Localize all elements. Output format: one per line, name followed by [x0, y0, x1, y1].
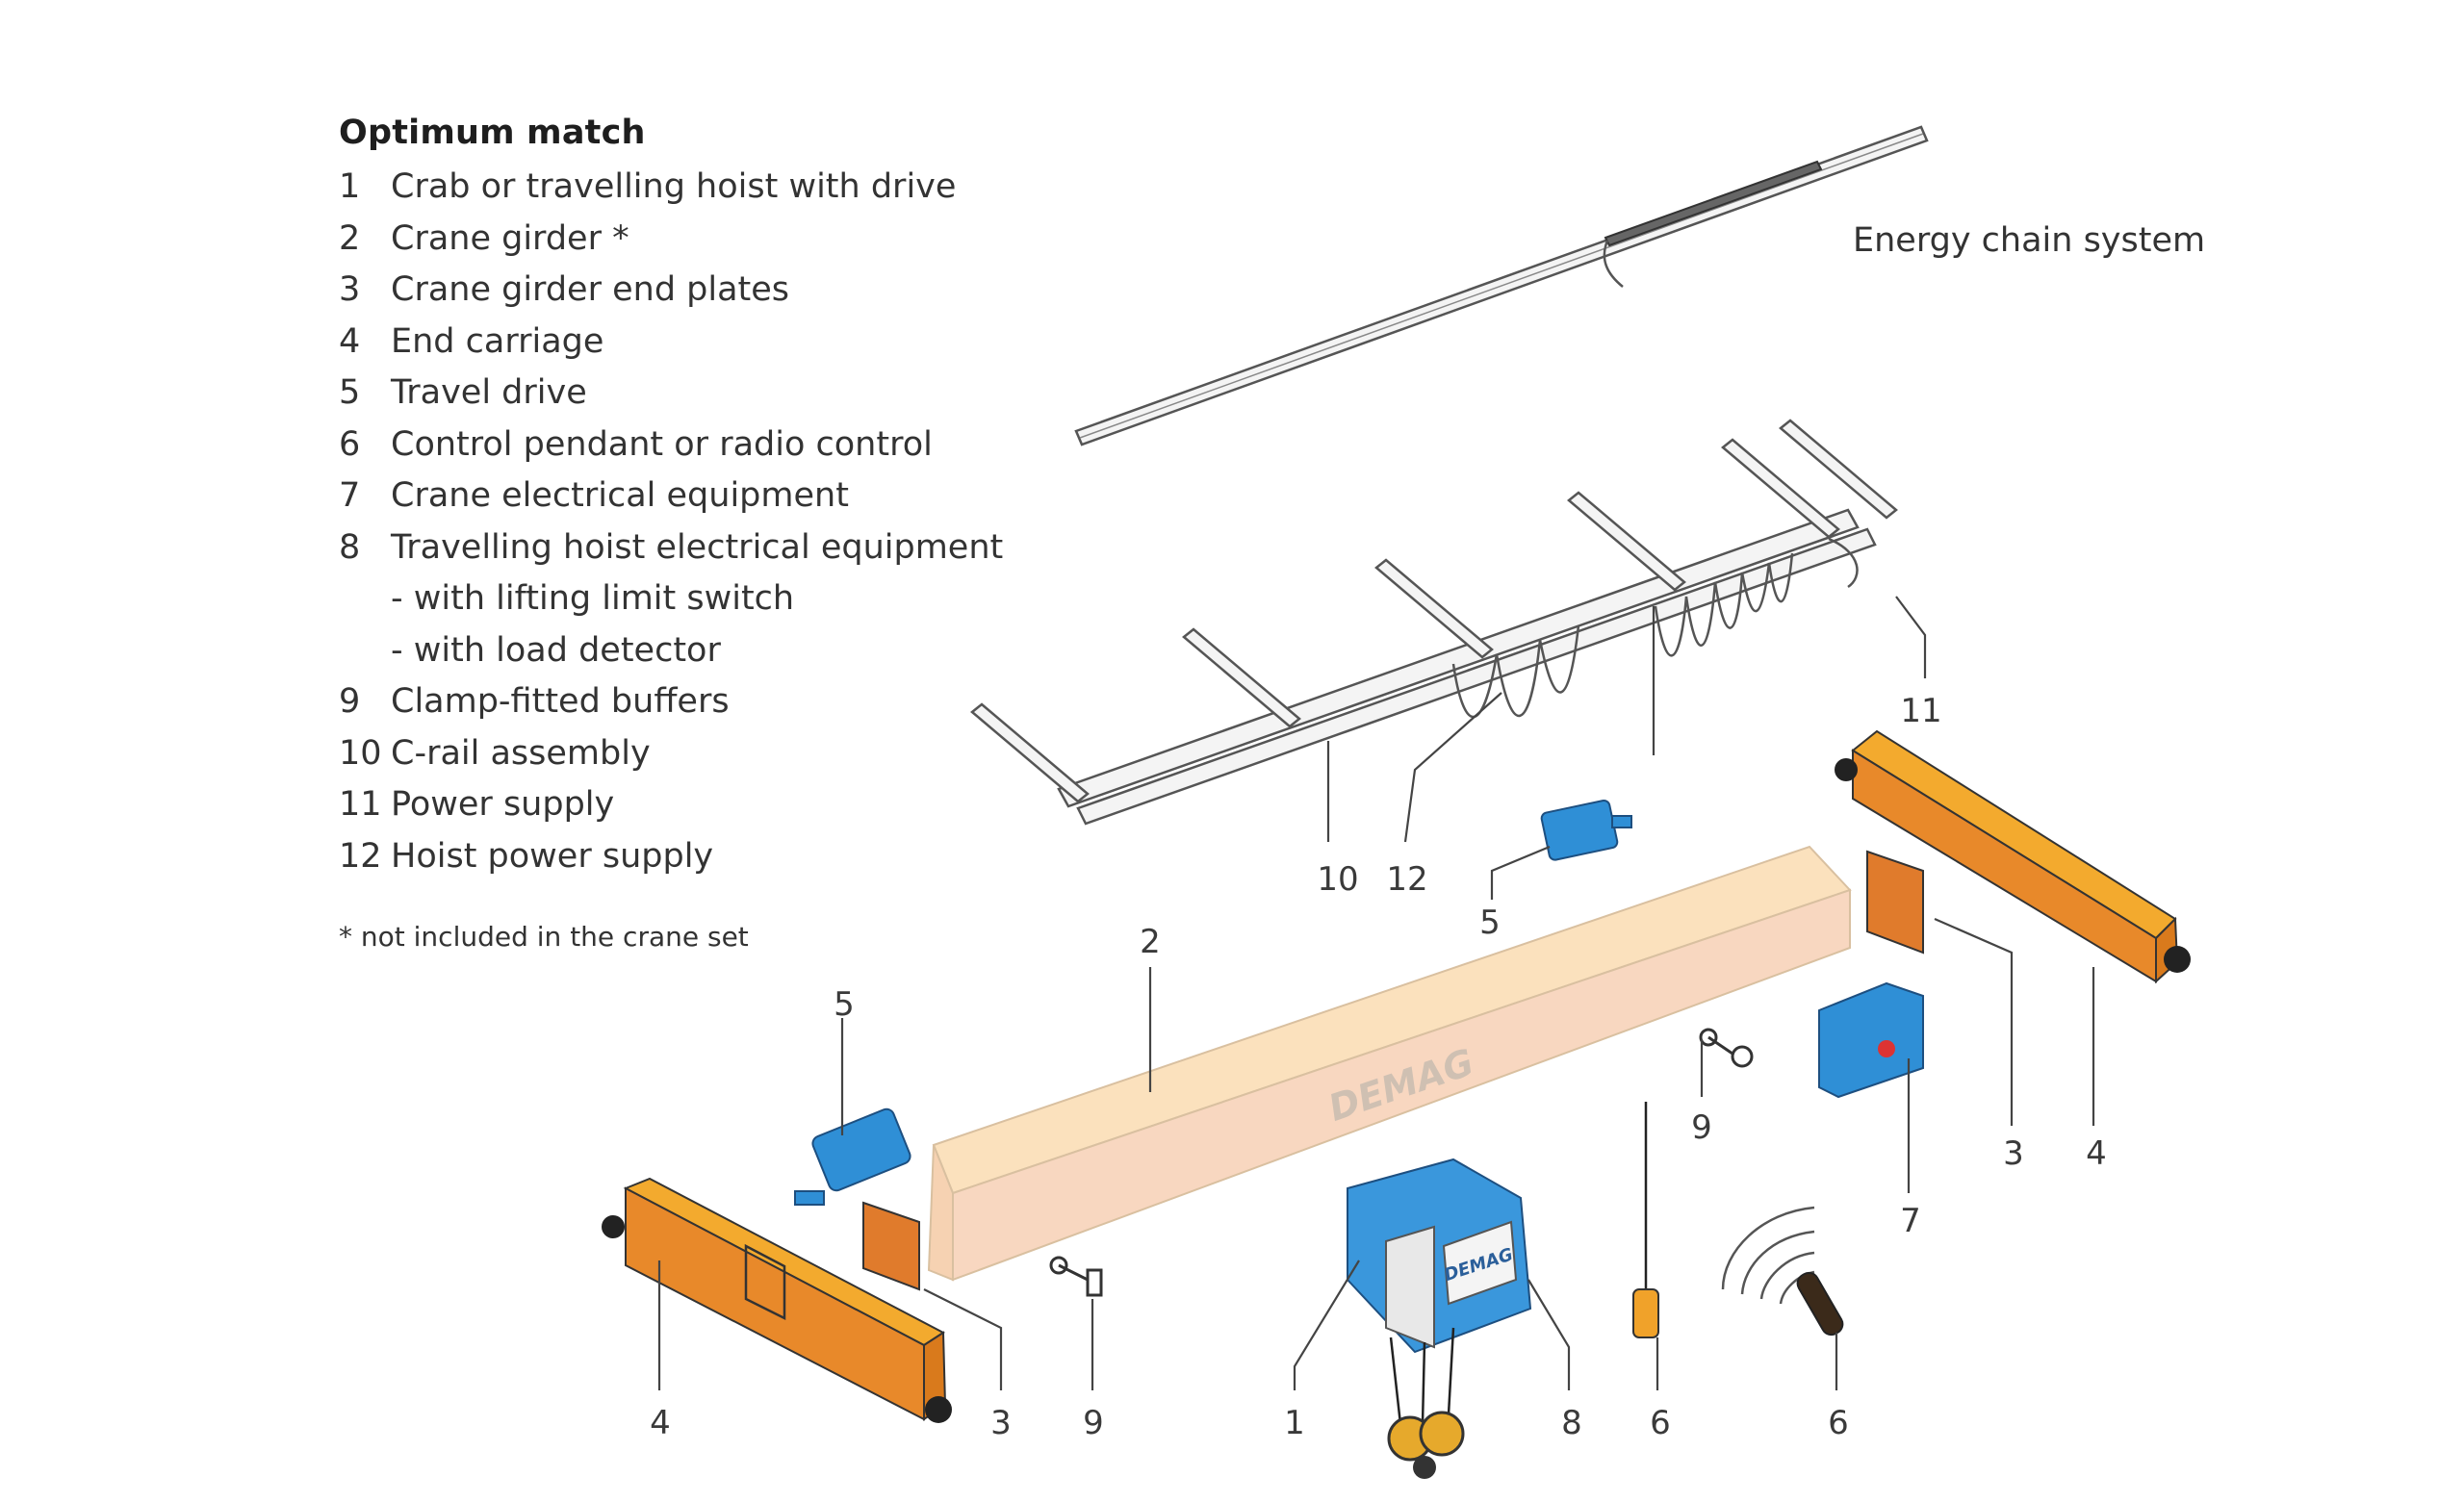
crane-electrical-box — [1818, 981, 1924, 1099]
callout-9-right: 9 — [1691, 1108, 1712, 1147]
legend-item-label: End carriage — [391, 321, 604, 361]
legend-item-number: 6 — [339, 424, 361, 464]
callout-8: 8 — [1561, 1404, 1582, 1442]
legend-item: 1 Crab or travelling hoist with drive — [339, 162, 1003, 214]
legend-footnote: * not included in the crane set — [339, 921, 749, 953]
legend-sub-item: - with lifting limit switch — [391, 579, 795, 618]
end-plate-left — [862, 1201, 920, 1291]
radio-control — [1721, 1206, 1844, 1337]
legend-item-number: 8 — [339, 527, 361, 567]
c-rail-cross-arm — [1182, 627, 1301, 728]
callout-10: 10 — [1317, 860, 1358, 899]
callout-1: 1 — [1284, 1404, 1305, 1442]
legend-item: 3 Crane girder end plates — [339, 265, 1003, 317]
callout-3-left: 3 — [990, 1404, 1012, 1442]
callout-3-right: 3 — [2003, 1134, 2024, 1173]
callout-4-right: 4 — [2086, 1134, 2107, 1173]
buffer-right — [1699, 1028, 1754, 1068]
callout-6-pendant: 6 — [1650, 1404, 1671, 1442]
legend-item-label: Crane girder * — [391, 218, 629, 258]
callout-6-radio: 6 — [1828, 1404, 1849, 1442]
c-rail-cross-arm — [1721, 438, 1840, 539]
callout-12: 12 — [1386, 860, 1427, 899]
legend-item-number: 2 — [339, 218, 361, 258]
callout-5-left: 5 — [834, 985, 855, 1024]
leader-lines — [657, 596, 2095, 1390]
legend-item: 8 Travelling hoist electrical equipment — [339, 522, 1003, 574]
callout-9-left: 9 — [1083, 1404, 1104, 1442]
callout-11: 11 — [1900, 692, 1941, 730]
legend-item-number: 4 — [339, 321, 361, 361]
callout-7: 7 — [1900, 1202, 1921, 1240]
legend-item-label: Control pendant or radio control — [391, 424, 933, 464]
end-carriage-right — [1835, 729, 2191, 984]
legend-item-label: Clamp-fitted buffers — [391, 682, 730, 721]
legend: Optimum match 1 Crab or travelling hoist … — [339, 114, 1003, 953]
buffer-left — [1049, 1256, 1103, 1297]
legend-title: Optimum match — [339, 114, 646, 152]
legend-item-label: Crab or travelling hoist with drive — [391, 167, 957, 206]
c-rail-assembly — [970, 419, 1898, 826]
legend-item-label: Hoist power supply — [391, 836, 714, 876]
c-rail-cross-arm — [1779, 419, 1898, 520]
callout-5-top: 5 — [1479, 904, 1501, 942]
legend-item: 4 End carriage — [339, 317, 1003, 369]
legend-item-number: 10 — [339, 733, 382, 773]
energy-chain-label: Energy chain system — [1853, 221, 2206, 260]
legend-item: 5 Travel drive — [339, 368, 1003, 420]
c-rail-cross-arm — [970, 702, 1090, 803]
legend-item-label: Crane electrical equipment — [391, 476, 849, 515]
legend-item-number: 5 — [339, 373, 361, 412]
energy-chain-rail — [1074, 125, 1929, 446]
legend-item-number: 1 — [339, 167, 361, 206]
legend-item: 6 Control pendant or radio control — [339, 420, 1003, 471]
travel-drive-top — [1540, 799, 1632, 861]
legend-item-label: Travelling hoist electrical equipment — [391, 527, 1004, 567]
legend-item: 7 Crane electrical equipment — [339, 471, 1003, 522]
legend-item-number: 7 — [339, 476, 361, 515]
legend-item-label: Travel drive — [391, 373, 587, 412]
legend-item: 9 Clamp-fitted buffers — [339, 676, 1003, 728]
callout-4-left: 4 — [650, 1404, 671, 1442]
c-rail-cross-arm — [1567, 491, 1686, 592]
legend-item: 2 Crane girder * — [339, 214, 1003, 266]
callout-2: 2 — [1140, 923, 1161, 961]
travelling-hoist: DEMAG — [1347, 1158, 1532, 1479]
callout-numbers: 10 12 11 5 2 5 3 4 7 9 4 3 9 1 8 6 6 — [650, 692, 2107, 1442]
legend-item-label: C-rail assembly — [391, 733, 651, 773]
legend-item-label: Power supply — [391, 785, 615, 824]
c-rail-cross-arm — [1374, 558, 1494, 659]
legend-item-label: Crane girder end plates — [391, 270, 790, 309]
end-carriage-left — [602, 1177, 952, 1423]
legend-item-number: 12 — [339, 836, 382, 876]
legend-item-number: 3 — [339, 270, 361, 309]
crane-girder: DEMAG — [927, 845, 1852, 1282]
control-pendant — [1632, 1102, 1659, 1338]
end-plate-right — [1866, 850, 1924, 955]
legend-sub-item: - with load detector — [391, 630, 721, 670]
legend-item-number: 11 — [339, 785, 382, 824]
legend-item-number: 9 — [339, 682, 361, 721]
travel-drive-left — [794, 1107, 911, 1206]
